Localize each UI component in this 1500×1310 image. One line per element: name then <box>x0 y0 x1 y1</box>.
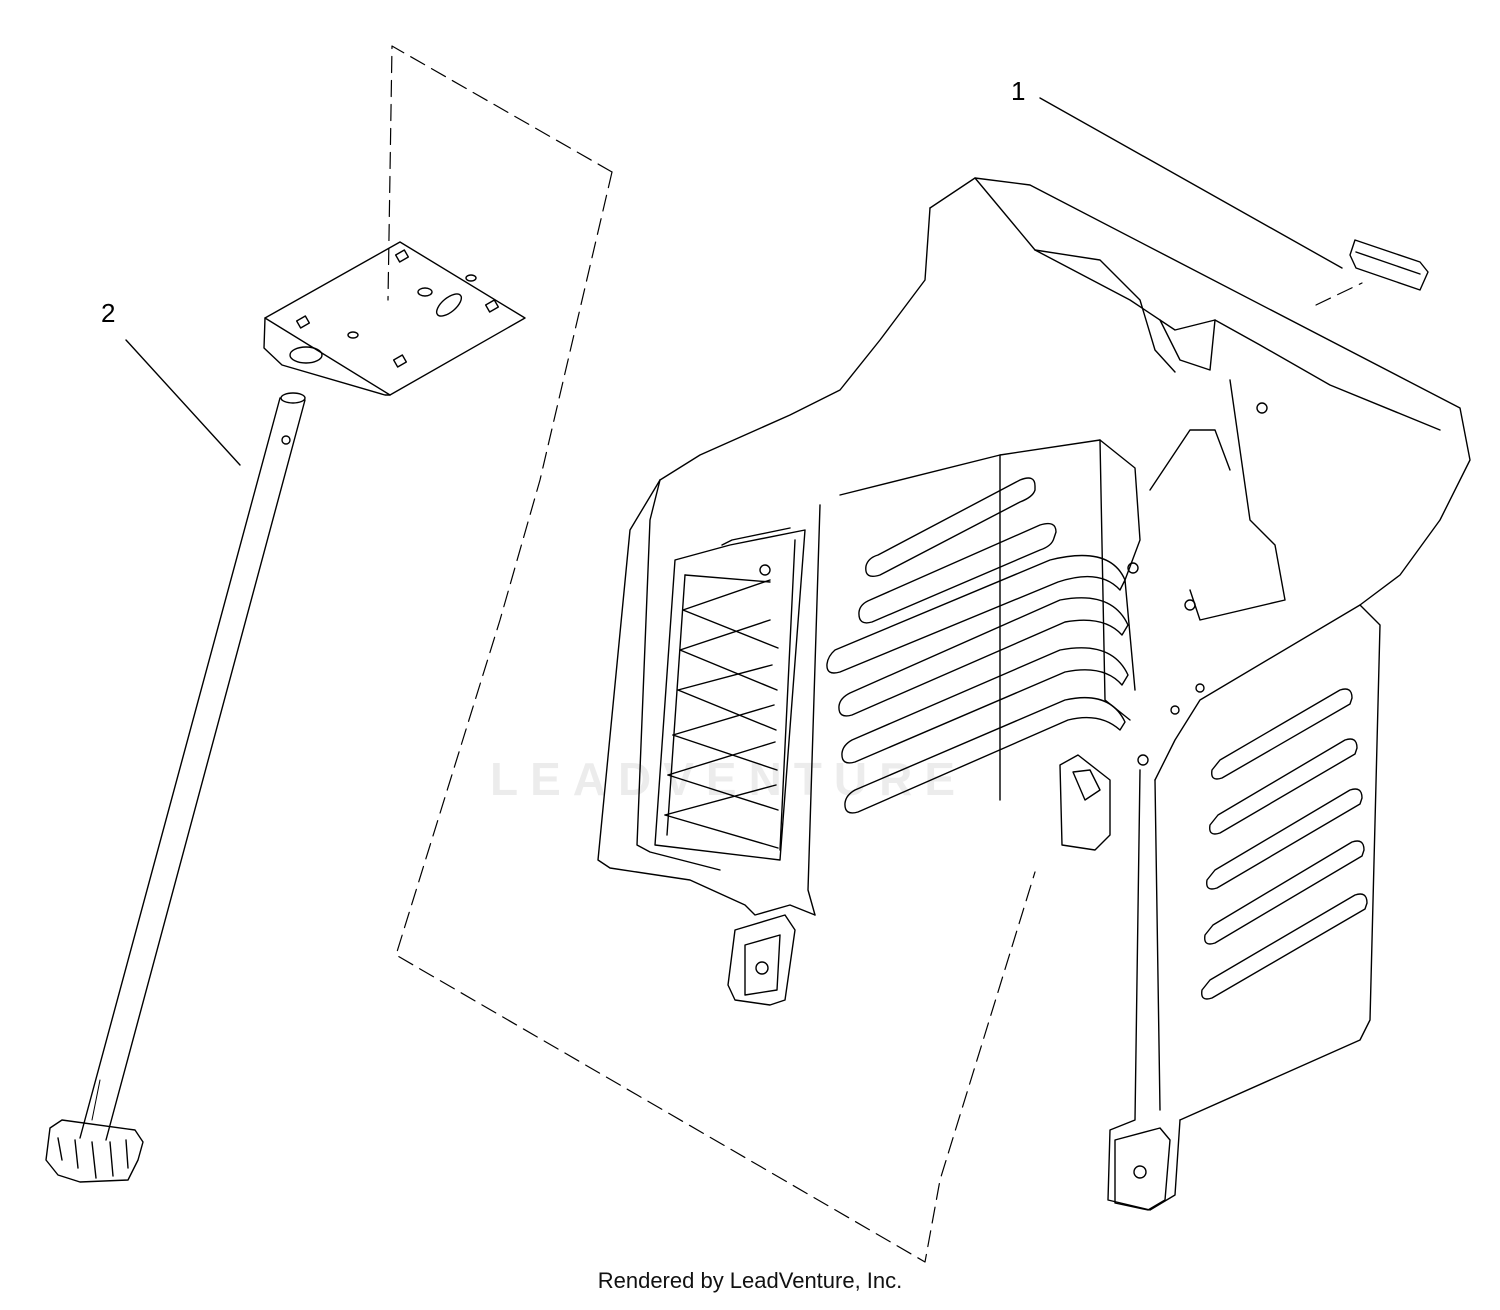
part-1-clip <box>1349 239 1429 291</box>
assembly-boundary-dashed <box>387 45 1363 1263</box>
part-2-bracket <box>263 241 526 396</box>
leader-line-2 <box>125 339 241 466</box>
callout-label-1: 1 <box>1011 76 1026 106</box>
callout-label-2: 2 <box>101 298 116 328</box>
side-vent-slots <box>1201 688 1368 1000</box>
watermark-text: LEADVENTURE <box>490 753 968 805</box>
footer-credit: Rendered by LeadVenture, Inc. <box>597 1268 903 1293</box>
leader-line-1 <box>1039 97 1343 269</box>
part-2-shaft <box>45 392 306 1183</box>
housing-shroud <box>597 177 1471 1211</box>
front-vent-slots <box>826 477 1129 814</box>
